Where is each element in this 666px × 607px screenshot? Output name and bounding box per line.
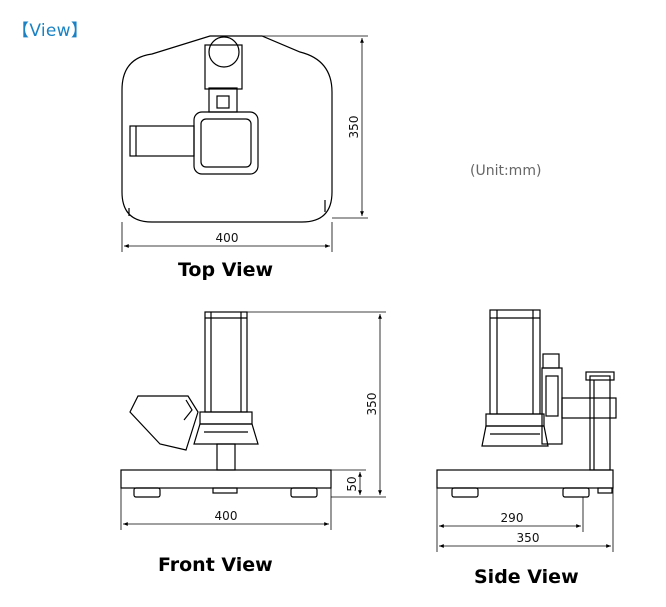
front-view-foot-right	[290, 487, 318, 498]
front-view-height-dim: 350	[365, 393, 379, 416]
heading-open-bracket: 【	[12, 21, 30, 41]
front-view-pole	[216, 443, 236, 471]
top-view-arm	[129, 125, 195, 157]
front-view-foot-left	[133, 487, 161, 498]
top-view-width-dim: 400	[216, 231, 239, 245]
side-view-label: Side View	[474, 566, 579, 588]
side-view-pole	[589, 375, 611, 471]
side-view-foot-right	[597, 487, 613, 494]
front-view-drawing	[120, 311, 332, 498]
top-view-column	[208, 36, 240, 68]
heading-close-bracket: 】	[70, 21, 89, 41]
front-view-foot-center	[212, 487, 238, 494]
side-view-drawing	[436, 309, 617, 498]
top-view-knob	[216, 95, 230, 109]
side-view-base	[436, 469, 614, 489]
heading-title: View	[29, 21, 71, 41]
side-view-outer-dim: 350	[517, 531, 540, 545]
side-view-foot-center	[562, 487, 590, 498]
top-view-carriage	[204, 44, 243, 90]
side-view-lens	[481, 425, 549, 447]
top-view-base-outline	[121, 35, 333, 223]
front-view-head	[129, 395, 199, 451]
side-view-inner-dim: 290	[501, 511, 524, 525]
top-view-dimensions	[121, 35, 368, 252]
unit-note: (Unit:mm)	[470, 163, 542, 179]
front-view-width-dim: 400	[215, 509, 238, 523]
top-view-label: Top View	[178, 259, 274, 281]
side-view-foot-left	[451, 487, 479, 498]
top-view-head-inner	[200, 118, 252, 168]
top-view-head-outer	[193, 111, 259, 175]
front-view-label: Front View	[158, 554, 273, 576]
front-view-dimensions	[120, 311, 386, 530]
front-view-base	[120, 469, 332, 489]
view-heading: 【View】	[12, 16, 88, 41]
side-view-dimensions	[436, 488, 614, 552]
side-view-knob	[542, 353, 560, 369]
side-view-arm	[561, 397, 617, 419]
front-view-lens	[193, 423, 259, 445]
top-view-drawing	[121, 35, 333, 223]
front-view-base-dim: 50	[345, 476, 359, 491]
top-view-height-dim: 350	[347, 116, 361, 139]
